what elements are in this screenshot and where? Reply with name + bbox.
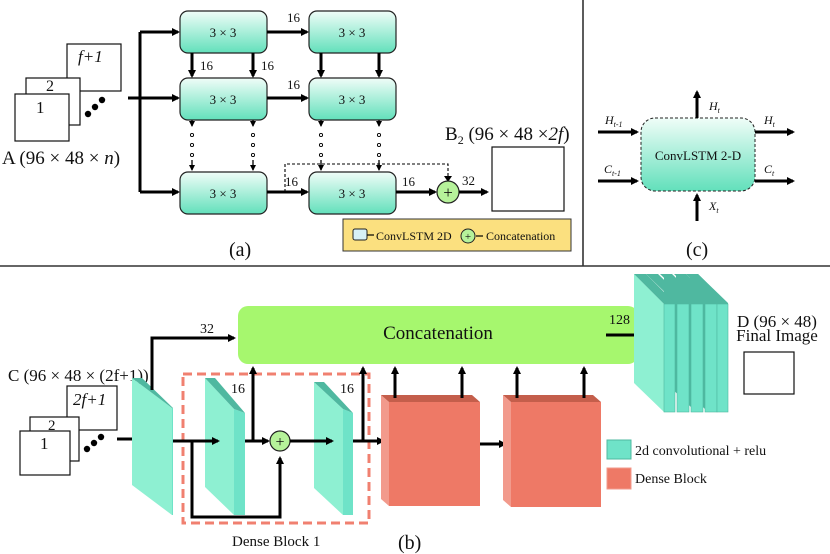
dense-skip-connection [190, 441, 284, 519]
legend-dense-label: Dense Block [635, 472, 707, 487]
ellipsis-dot [90, 439, 98, 447]
skip-to-concat [150, 334, 236, 390]
frame-f-plus-1 [66, 43, 122, 92]
conv-layer-input [132, 378, 173, 515]
input-label-c: C (96 × 48 × (2f+1)) [8, 366, 149, 385]
ellipsis-dot [83, 445, 91, 453]
legend-swatch-dense [606, 467, 632, 490]
panel-b: 2f+1 2 1 C (96 × 48 × (2f+1)) Concatenat… [8, 274, 818, 554]
legend-swatch-conv [606, 439, 632, 460]
dense-block-2 [381, 395, 480, 506]
edge-label-concat-out: 32 [462, 173, 475, 188]
input-frame-stack-b: 2f+1 2 1 [19, 385, 118, 476]
conv-layer-dense-1 [205, 378, 245, 515]
frame-label-2: 2 [48, 418, 56, 434]
dotted-connections [189, 120, 382, 171]
cell-label: 3 × 3 [339, 186, 366, 201]
label-c-prev: Ct-1 [604, 162, 621, 178]
label-h-out: Ht [763, 113, 776, 129]
skip-arrowhead [444, 176, 452, 182]
label-x-in: Xt [708, 199, 719, 215]
frame-label-f-plus-1: f+1 [78, 47, 103, 66]
concatenation-block [238, 306, 638, 364]
plus-icon: + [465, 231, 471, 243]
legend-panel-a: ConvLSTM 2D + Concatenation [342, 218, 572, 252]
output-image-b2 [491, 146, 565, 212]
convlstm-cell-1-2 [308, 10, 397, 54]
label-h-prev: Ht-1 [604, 113, 623, 129]
plus-icon: + [275, 434, 284, 451]
frame-label-1: 1 [40, 434, 49, 453]
conv-layer-dense-2 [314, 382, 353, 515]
convlstm-2d-label: ConvLSTM 2-D [655, 148, 741, 163]
output-conv-stack [634, 274, 729, 413]
cell-label: 3 × 3 [210, 92, 237, 107]
output-label-b2: B2 (96 × 48 ×2f) [445, 124, 570, 147]
frame-label-1: 1 [36, 98, 45, 117]
edge-label-conv1: 16 [231, 382, 245, 397]
edge-label-conv2: 16 [340, 382, 354, 397]
output-label-final-image: Final Image [736, 326, 818, 345]
frame-1 [19, 430, 71, 476]
panel-a: f+1 2 1 A (96 × 48 × n) 3 × 3 3 × 3 3 × … [2, 10, 572, 261]
cell-label: 3 × 3 [339, 92, 366, 107]
input-frame-stack-a: f+1 2 1 [14, 43, 122, 142]
output-label-d: D (96 × 48) [737, 312, 817, 331]
legend-panel-b: 2d convolutional + relu Dense Block [606, 439, 766, 490]
edge-label-out: 128 [609, 313, 630, 328]
frame-label-2f-plus-1: 2f+1 [73, 390, 106, 409]
plus-icon: + [443, 183, 453, 202]
caption-b: (b) [398, 532, 421, 554]
cell-label: 3 × 3 [339, 25, 366, 40]
frame-1 [14, 93, 70, 142]
cell-label: 3 × 3 [210, 186, 237, 201]
edge-label-down-right: 16 [261, 58, 275, 73]
concatenation-label: Concatenation [383, 323, 493, 344]
convlstm-legend-swatch [352, 228, 368, 241]
label-c-out: Ct [764, 162, 775, 178]
edge-label-row1: 16 [287, 10, 301, 25]
convlstm-cell-2-2 [308, 77, 397, 121]
legend-conv-label: 2d convolutional + relu [635, 444, 766, 459]
edge-label-row3-out: 16 [402, 174, 416, 189]
legend-convlstm-label: ConvLSTM 2D [376, 229, 452, 243]
edge-label-row2: 16 [287, 77, 301, 92]
frame-label-2: 2 [46, 78, 54, 95]
cell-label: 3 × 3 [210, 25, 237, 40]
edge-label-down-left: 16 [200, 58, 214, 73]
label-h-up: Ht [708, 99, 721, 115]
caption-a: (a) [229, 239, 251, 261]
legend-box [342, 218, 572, 252]
concat-legend-swatch [460, 228, 476, 244]
panel-c: ConvLSTM 2-D Ht-1 Ct-1 Ht Ct Ht Xt (c) [598, 90, 795, 261]
ellipsis-dot [97, 433, 105, 441]
dense-block-1-boundary [181, 372, 371, 525]
dense-block-3 [503, 395, 601, 507]
dense-block-1-label: Dense Block 1 [232, 534, 320, 550]
final-image [743, 351, 795, 395]
skip-connection-dashed [284, 163, 449, 192]
input-label-a: A (96 × 48 × n) [2, 148, 120, 169]
edge-label-skip: 32 [200, 322, 214, 337]
ellipsis-dot [98, 96, 106, 104]
edge-label-row3-in: 16 [285, 174, 299, 189]
ellipsis-dot [84, 110, 92, 118]
caption-c: (c) [686, 239, 708, 261]
legend-concat-label: Concatenation [486, 229, 555, 243]
ellipsis-dot [91, 103, 99, 111]
